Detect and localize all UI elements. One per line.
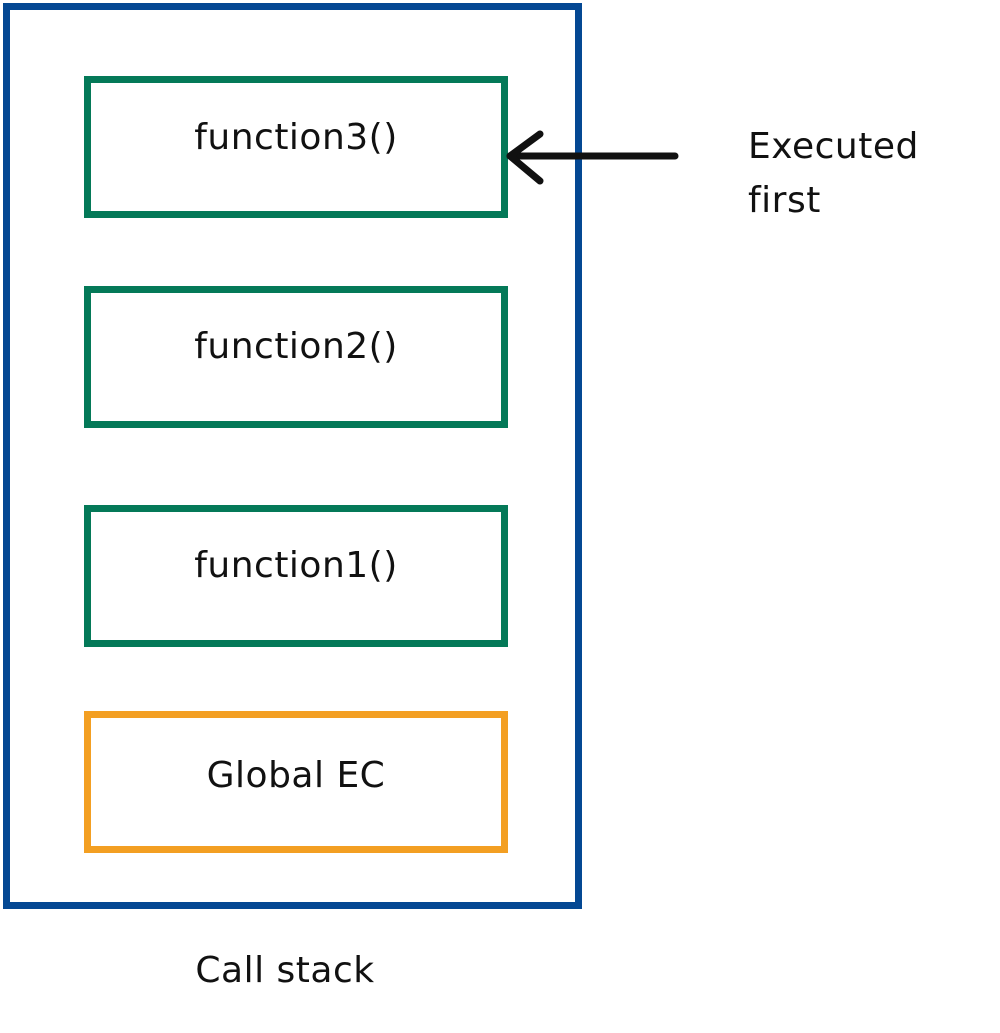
frame-label: function1() (194, 545, 398, 586)
executed-first-annotation: Executed first (748, 120, 988, 228)
stack-frame-function3: function3() (84, 76, 508, 218)
frame-label: function3() (194, 117, 398, 158)
call-stack-container (3, 3, 582, 909)
stack-frame-function2: function2() (84, 286, 508, 428)
frame-label: Global EC (206, 755, 386, 796)
stack-frame-function1: function1() (84, 505, 508, 647)
annotation-line-2: first (748, 180, 821, 221)
left-arrow-icon (506, 130, 679, 185)
stack-frame-global-ec: Global EC (84, 711, 508, 853)
frame-label: function2() (194, 326, 398, 367)
annotation-line-1: Executed (748, 126, 919, 167)
call-stack-caption: Call stack (195, 950, 375, 991)
